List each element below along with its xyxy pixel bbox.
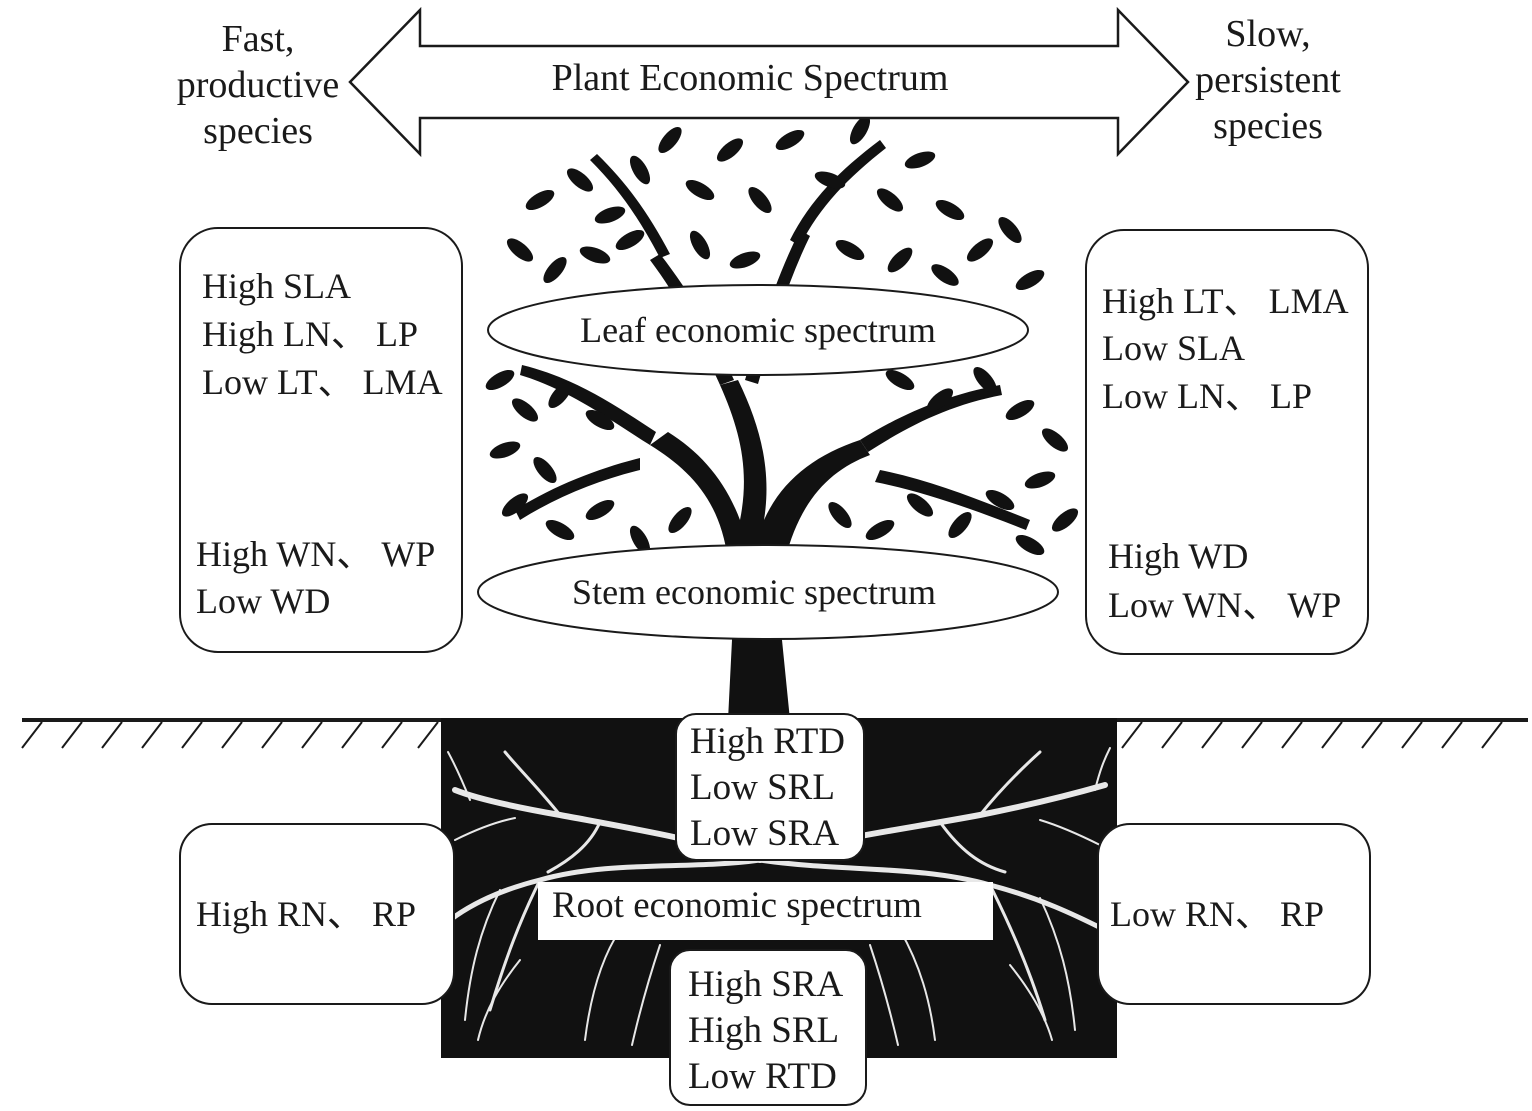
left-leaf-trait-3: Low LT、 LMA <box>202 362 443 402</box>
leaf-spectrum-ellipse <box>487 284 1029 376</box>
leaf-economic-spectrum: Leaf economic spectrum <box>487 284 1029 376</box>
root-lower-traits-box: High SRA High SRL Low RTD <box>669 949 867 1106</box>
slow-species-label: Slow, persistent species <box>1195 13 1341 147</box>
left-leaf-trait-1: High SLA <box>202 266 351 306</box>
root-right-box <box>1097 823 1371 1005</box>
root-upper-trait-1: High RTD <box>690 721 845 762</box>
fast-species-line-2: productive <box>177 64 340 106</box>
root-economic-spectrum: Root economic spectrum <box>538 882 993 940</box>
ground-hatching-right <box>1121 721 1503 749</box>
root-lower-box <box>669 949 867 1106</box>
left-trait-panel: High SLA High LN、 LP Low LT、 LMA High WN… <box>179 227 463 653</box>
root-lower-trait-2: High SRL <box>688 1010 839 1051</box>
root-right-panel: Low RN、 RP <box>1097 823 1371 1005</box>
left-stem-trait-2: Low WD <box>196 581 330 621</box>
right-trait-panel: High LT、 LMA Low SLA Low LN、 LP High WD … <box>1085 229 1369 655</box>
fast-species-label: Fast, productive species <box>177 18 340 152</box>
spectrum-arrow-label: Plant Economic Spectrum <box>552 57 949 99</box>
right-leaf-trait-3: Low LN、 LP <box>1102 376 1312 416</box>
root-left-label: High RN、 RP <box>196 894 416 934</box>
fast-species-line-1: Fast, <box>222 18 295 60</box>
double-arrow-shape <box>348 6 1190 158</box>
right-stem-trait-2: Low WN、 WP <box>1108 585 1341 625</box>
slow-species-line-3: species <box>1213 105 1323 147</box>
root-left-panel: High RN、 RP <box>179 823 455 1005</box>
stem-spectrum-label: Stem economic spectrum <box>572 572 936 612</box>
right-leaf-trait-2: Low SLA <box>1102 328 1245 368</box>
root-upper-traits-box: High RTD Low SRL Low SRA <box>675 713 865 861</box>
right-stem-trait-1: High WD <box>1108 536 1248 576</box>
right-leaf-trait-1: High LT、 LMA <box>1102 281 1349 321</box>
root-upper-box <box>675 713 865 861</box>
root-lower-trait-3: Low RTD <box>688 1056 837 1097</box>
stem-economic-spectrum: Stem economic spectrum <box>477 544 1059 640</box>
ground-hatching-left <box>21 721 439 749</box>
right-panel-box <box>1085 229 1369 655</box>
root-lower-trait-1: High SRA <box>688 964 844 1005</box>
leaf-spectrum-label: Leaf economic spectrum <box>580 310 936 350</box>
slow-species-line-1: Slow, <box>1225 13 1310 55</box>
tree-foliage <box>485 115 1079 556</box>
fast-species-line-3: species <box>203 110 313 152</box>
root-right-label: Low RN、 RP <box>1110 894 1324 934</box>
root-upper-trait-2: Low SRL <box>690 767 835 808</box>
root-spectrum-label: Root economic spectrum <box>552 885 922 926</box>
root-left-box <box>179 823 455 1005</box>
plant-economic-spectrum-arrow: Plant Economic Spectrum <box>348 6 1190 158</box>
left-panel-box <box>179 227 463 653</box>
left-leaf-trait-2: High LN、 LP <box>202 314 418 354</box>
slow-species-line-2: persistent <box>1195 59 1341 101</box>
left-stem-trait-1: High WN、 WP <box>196 534 435 574</box>
stem-spectrum-ellipse <box>477 544 1059 640</box>
root-upper-trait-3: Low SRA <box>690 813 839 854</box>
root-spectrum-box <box>538 882 993 940</box>
